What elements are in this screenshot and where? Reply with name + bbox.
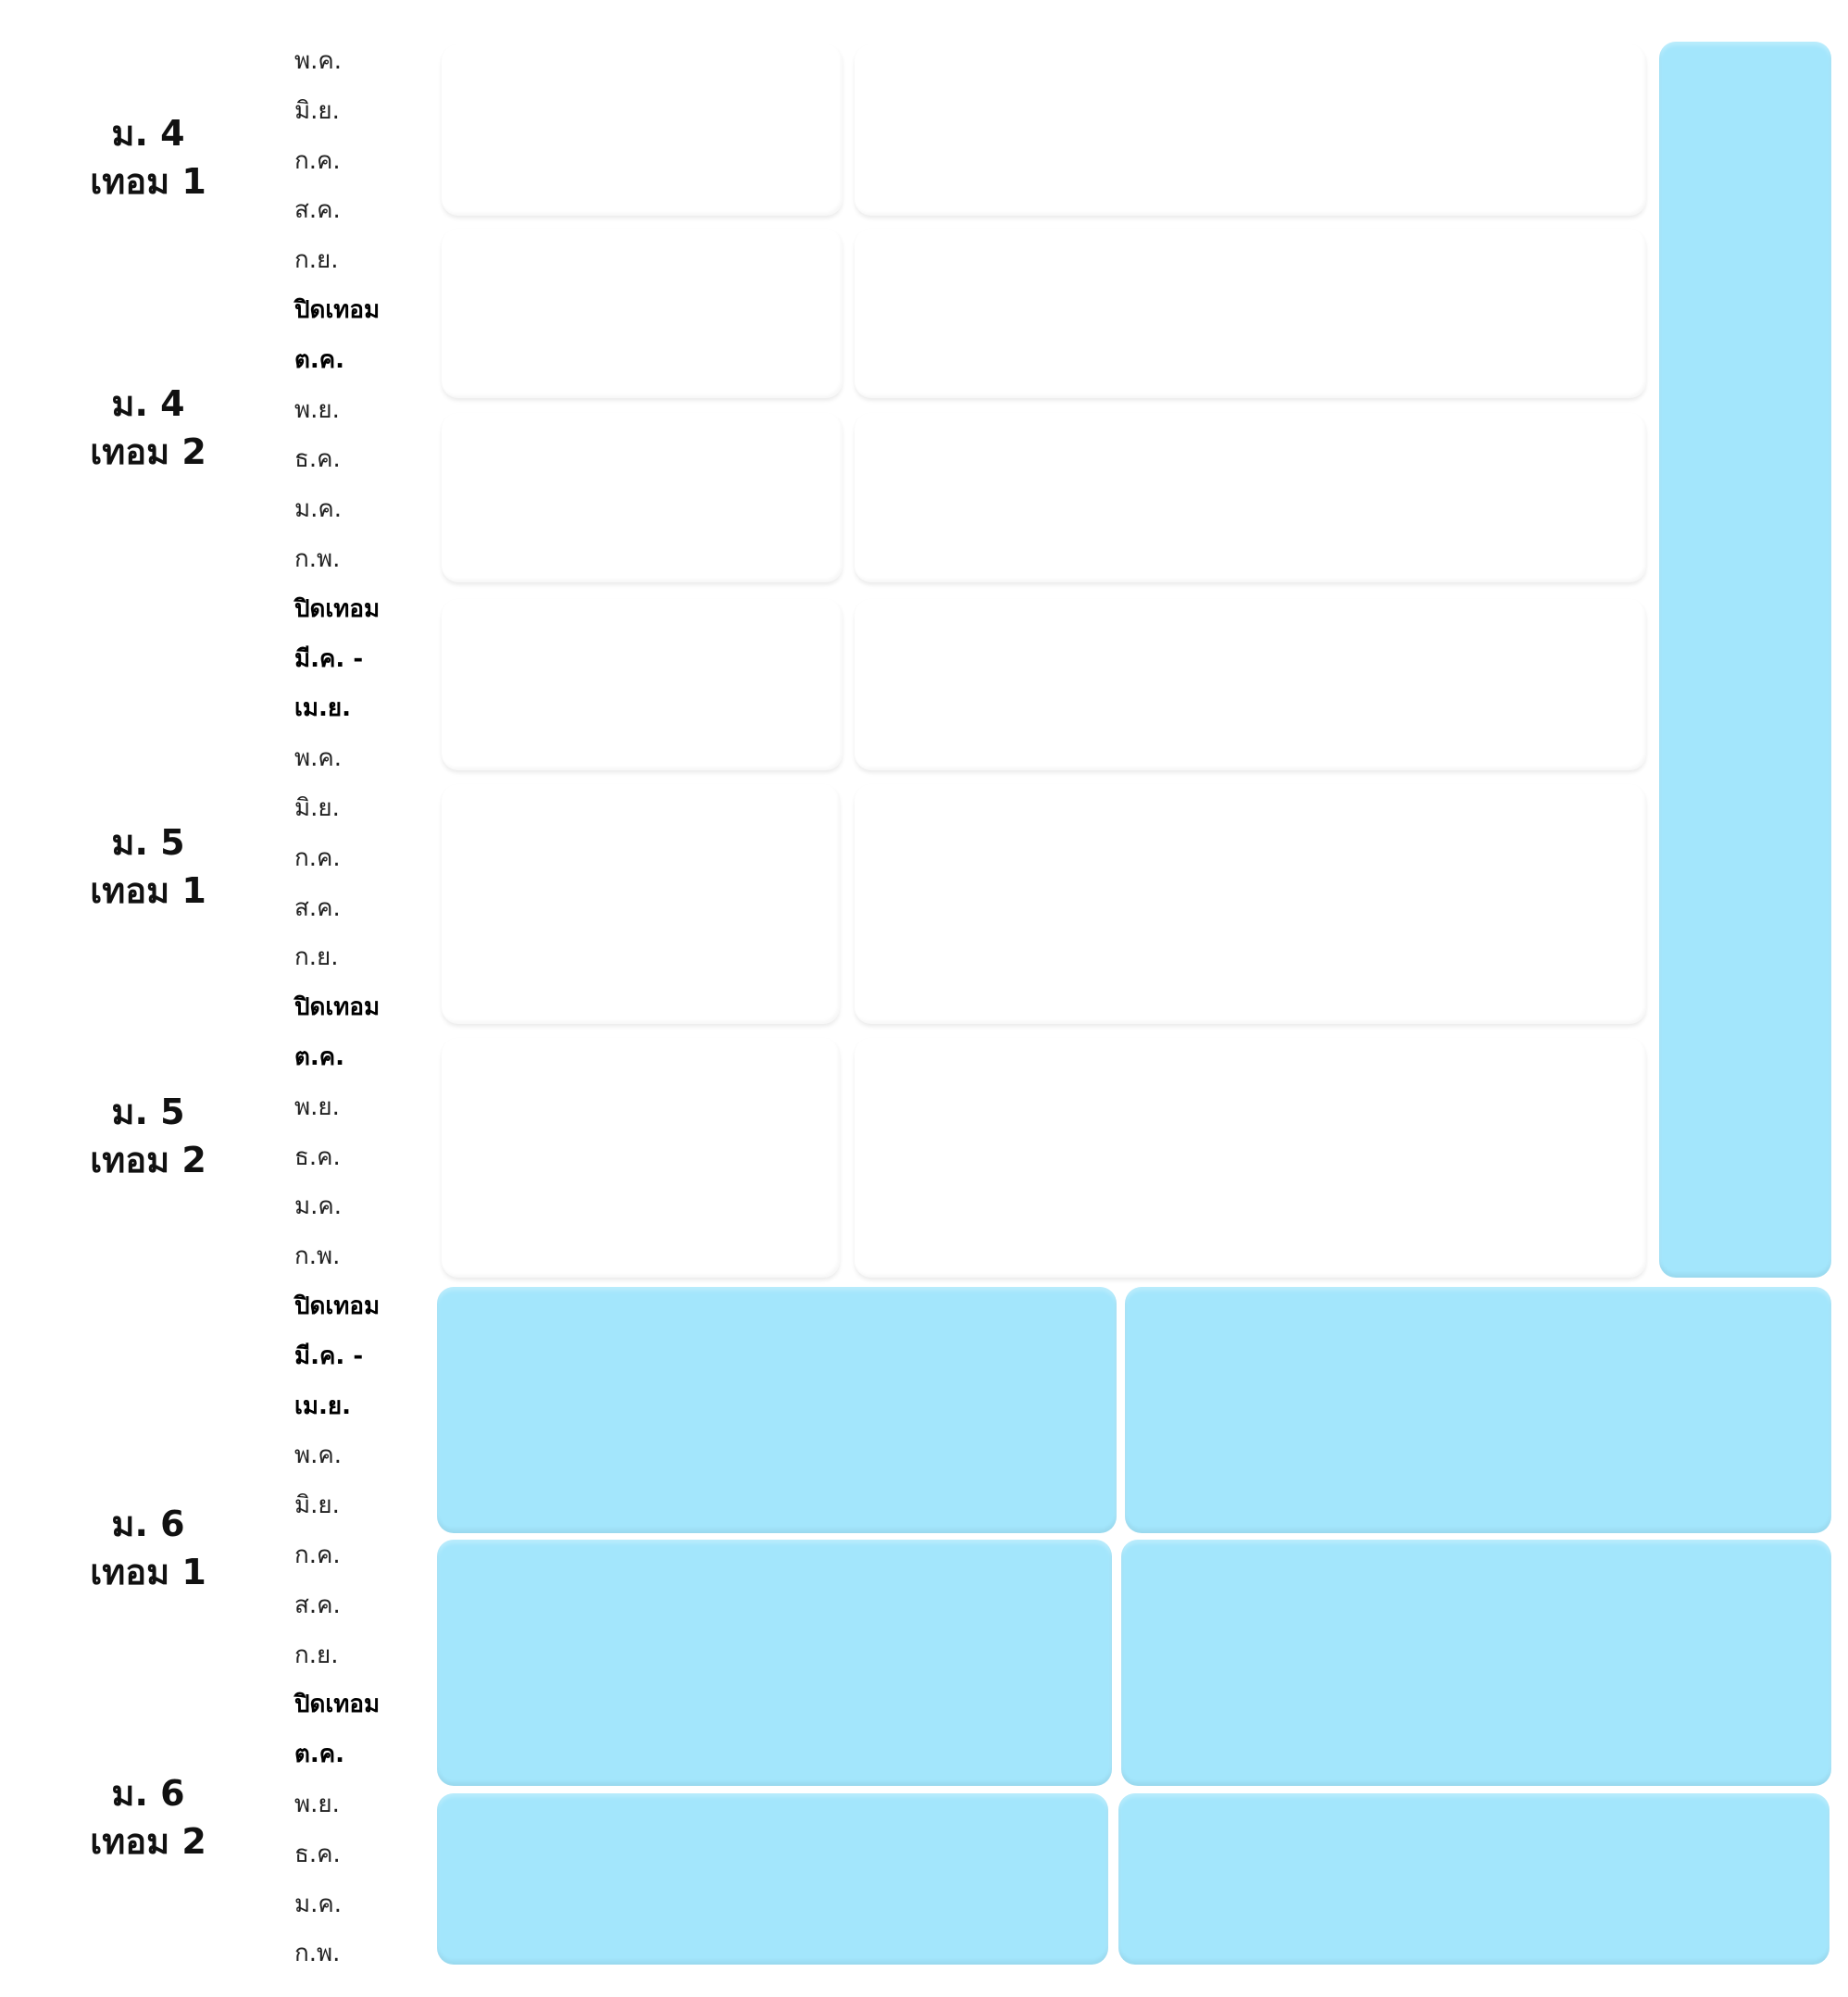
grade-label: ม. 4 xyxy=(111,383,185,424)
grade-label: ม. 5 xyxy=(111,822,185,863)
month-label: ก.พ. xyxy=(294,545,341,573)
timeline-cell-empty xyxy=(855,413,1646,582)
timeline-cell-empty xyxy=(442,229,843,398)
timeline-cell-empty xyxy=(855,1038,1646,1278)
term-label: เทอม 1 xyxy=(90,161,206,202)
month-label: ก.ค. xyxy=(294,1541,341,1569)
grade-label: ม. 4 xyxy=(111,113,185,154)
month-label: ธ.ค. xyxy=(294,1840,341,1868)
month-label: ม.ค. xyxy=(294,495,343,524)
break-month-label: ปิดเทอม xyxy=(294,993,381,1022)
month-label: มิ.ย. xyxy=(294,794,340,822)
month-label: ก.ย. xyxy=(294,246,339,275)
break-month-label: ปิดเทอม xyxy=(294,1292,381,1320)
timeline-cell-empty xyxy=(442,413,843,582)
timeline-cell-empty xyxy=(855,784,1646,1024)
timeline-cell-empty xyxy=(442,44,843,216)
month-label: ม.ค. xyxy=(294,1192,343,1221)
term-label: เทอม 2 xyxy=(90,431,206,472)
grade-label: ม. 6 xyxy=(111,1773,185,1814)
break-month-label: เม.ย. xyxy=(294,1392,352,1420)
break-month-label: ต.ค. xyxy=(294,1741,345,1769)
timeline-cell-highlight xyxy=(1125,1287,1831,1533)
term-label: เทอม 2 xyxy=(90,1140,206,1180)
month-label: ส.ค. xyxy=(294,196,341,225)
timeline-cell-empty xyxy=(442,599,843,770)
timeline-cell-empty xyxy=(442,1038,840,1278)
month-label: ธ.ค. xyxy=(294,445,341,474)
timeline-cell-highlight xyxy=(437,1540,1112,1786)
month-label: ก.พ. xyxy=(294,1940,341,1968)
month-label: พ.ย. xyxy=(294,395,340,424)
month-label: ก.ค. xyxy=(294,843,341,872)
month-label: พ.ย. xyxy=(294,1092,340,1121)
term-label: เทอม 1 xyxy=(90,1552,206,1592)
year-term-label: ม. 4 เทอม 1 xyxy=(56,109,241,206)
term-label: เทอม 2 xyxy=(90,1821,206,1862)
timeline-cell-empty xyxy=(442,784,840,1024)
timeline-cell-highlight xyxy=(437,1287,1117,1533)
month-label: ก.ค. xyxy=(294,146,341,175)
grade-label: ม. 5 xyxy=(111,1092,185,1132)
year-term-label: ม. 6 เทอม 2 xyxy=(56,1769,241,1866)
month-label: พ.ค. xyxy=(294,1442,343,1470)
year-term-label: ม. 5 เทอม 1 xyxy=(56,818,241,915)
timeline-cell-empty xyxy=(855,229,1646,398)
grade-label: ม. 6 xyxy=(111,1504,185,1544)
month-label: ก.ย. xyxy=(294,943,339,972)
timeline-cell-highlight-tall xyxy=(1659,42,1831,1278)
timeline-cell-highlight xyxy=(437,1793,1108,1965)
month-label: พ.ค. xyxy=(294,47,343,75)
month-label: ม.ค. xyxy=(294,1890,343,1918)
break-month-label: ปิดเทอม xyxy=(294,296,381,324)
month-label: พ.ค. xyxy=(294,744,343,773)
year-term-label: ม. 5 เทอม 2 xyxy=(56,1088,241,1184)
month-label: ส.ค. xyxy=(294,893,341,922)
break-month-label: ต.ค. xyxy=(294,1043,345,1071)
month-label: มิ.ย. xyxy=(294,96,340,125)
month-label: มิ.ย. xyxy=(294,1492,340,1520)
break-month-label: มี.ค. - xyxy=(294,1342,364,1370)
break-month-label: ปิดเทอม xyxy=(294,1691,381,1719)
timeline-cell-empty xyxy=(855,44,1646,216)
month-label: พ.ย. xyxy=(294,1791,340,1818)
break-month-label: ปิดเทอม xyxy=(294,594,381,623)
month-label: ส.ค. xyxy=(294,1591,341,1619)
term-label: เทอม 1 xyxy=(90,870,206,911)
break-month-label: มี.ค. - xyxy=(294,644,364,673)
break-month-label: เม.ย. xyxy=(294,694,352,723)
month-label: ธ.ค. xyxy=(294,1142,341,1171)
year-term-label: ม. 6 เทอม 1 xyxy=(56,1500,241,1596)
timeline-cell-highlight xyxy=(1121,1540,1831,1786)
timeline-cell-empty xyxy=(855,599,1646,770)
month-label: ก.ย. xyxy=(294,1641,339,1669)
break-month-label: ต.ค. xyxy=(294,345,345,374)
month-label: ก.พ. xyxy=(294,1242,341,1271)
year-term-label: ม. 4 เทอม 2 xyxy=(56,380,241,476)
timeline-cell-highlight xyxy=(1118,1793,1829,1965)
